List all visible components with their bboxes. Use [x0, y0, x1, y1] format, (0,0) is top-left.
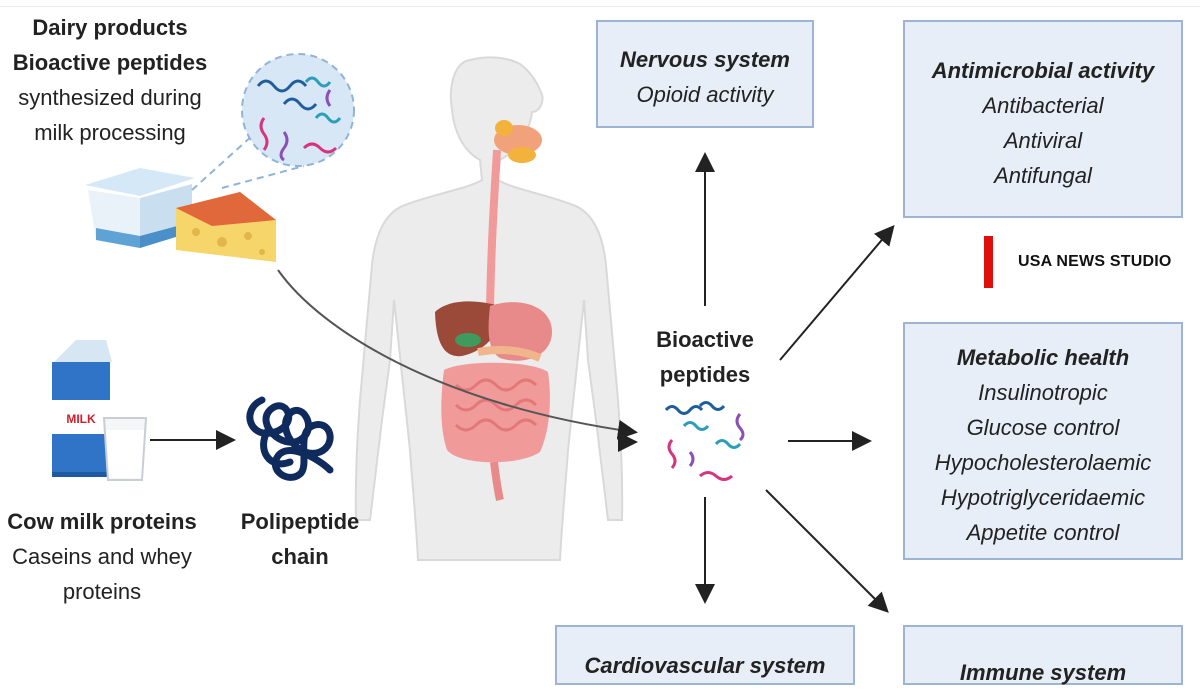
- nervous-system-title: Nervous system: [620, 47, 790, 72]
- bioactive-peptides-label: Bioactive peptides: [636, 322, 774, 392]
- cow-milk-desc-line-2: proteins: [62, 579, 142, 604]
- magnified-peptides-circle: [191, 53, 355, 191]
- cow-milk-title: Cow milk proteins: [7, 509, 197, 534]
- milk-glass-illustration: [102, 417, 148, 481]
- milk-carton-illustration: MILK: [52, 340, 112, 477]
- polypeptide-chain-label: Polipeptide chain: [222, 504, 378, 574]
- cheese-wedge-illustration: [176, 192, 276, 262]
- bioactive-peptides-subtitle: Bioactive peptides: [12, 50, 208, 75]
- nervous-system-item: Opioid activity: [636, 82, 774, 107]
- antimicrobial-title: Antimicrobial activity: [931, 58, 1155, 83]
- carton-milk-text: MILK: [66, 412, 96, 426]
- dairy-title: Dairy products: [32, 15, 188, 40]
- top-divider: [0, 6, 1200, 7]
- metabolic-health-box: Metabolic health Insulinotropic Glucose …: [903, 322, 1183, 560]
- metabolic-item: Insulinotropic: [978, 380, 1108, 405]
- antimicrobial-item: Antibacterial: [982, 93, 1104, 118]
- bioactive-line-1: Bioactive: [656, 327, 754, 352]
- metabolic-item: Appetite control: [966, 520, 1120, 545]
- arrow-to-antimicrobial: [779, 224, 895, 361]
- arrow-to-immune: [765, 489, 889, 613]
- antimicrobial-item: Antifungal: [994, 163, 1092, 188]
- metabolic-health-title: Metabolic health: [956, 345, 1130, 370]
- metabolic-item: Hypotriglyceridaemic: [940, 485, 1146, 510]
- metabolic-item: Glucose control: [966, 415, 1120, 440]
- bioactive-peptides-cluster: [664, 401, 745, 481]
- antimicrobial-item: Antiviral: [1003, 128, 1083, 153]
- dairy-desc-line-1: synthesized during: [18, 85, 202, 110]
- digestive-system-illustration: [435, 120, 552, 501]
- polypeptide-chain-illustration: [246, 396, 334, 481]
- arrow-dairy-to-peptides: [277, 269, 638, 440]
- bioactive-line-2: peptides: [659, 362, 751, 387]
- cow-milk-proteins-label: Cow milk proteins Caseins and whey prote…: [0, 504, 204, 609]
- cardiovascular-system-box: Cardiovascular system: [555, 625, 855, 685]
- immune-system-title: Immune system: [959, 660, 1127, 685]
- nervous-system-box: Nervous system Opioid activity: [596, 20, 814, 128]
- polypeptide-line-1: Polipeptide: [240, 509, 360, 534]
- watermark-text: USA NEWS STUDIO: [1018, 253, 1172, 270]
- metabolic-item: Hypocholesterolaemic: [934, 450, 1152, 475]
- immune-system-box: Immune system: [903, 625, 1183, 685]
- dairy-products-label: Dairy products Bioactive peptides synthe…: [0, 10, 220, 150]
- dairy-desc-line-2: milk processing: [34, 120, 186, 145]
- antimicrobial-activity-box: Antimicrobial activity Antibacterial Ant…: [903, 20, 1183, 218]
- polypeptide-line-2: chain: [271, 544, 329, 569]
- cow-milk-desc-line-1: Caseins and whey: [12, 544, 192, 569]
- cardiovascular-title: Cardiovascular system: [584, 653, 826, 678]
- watermark-red-bar: [984, 236, 993, 288]
